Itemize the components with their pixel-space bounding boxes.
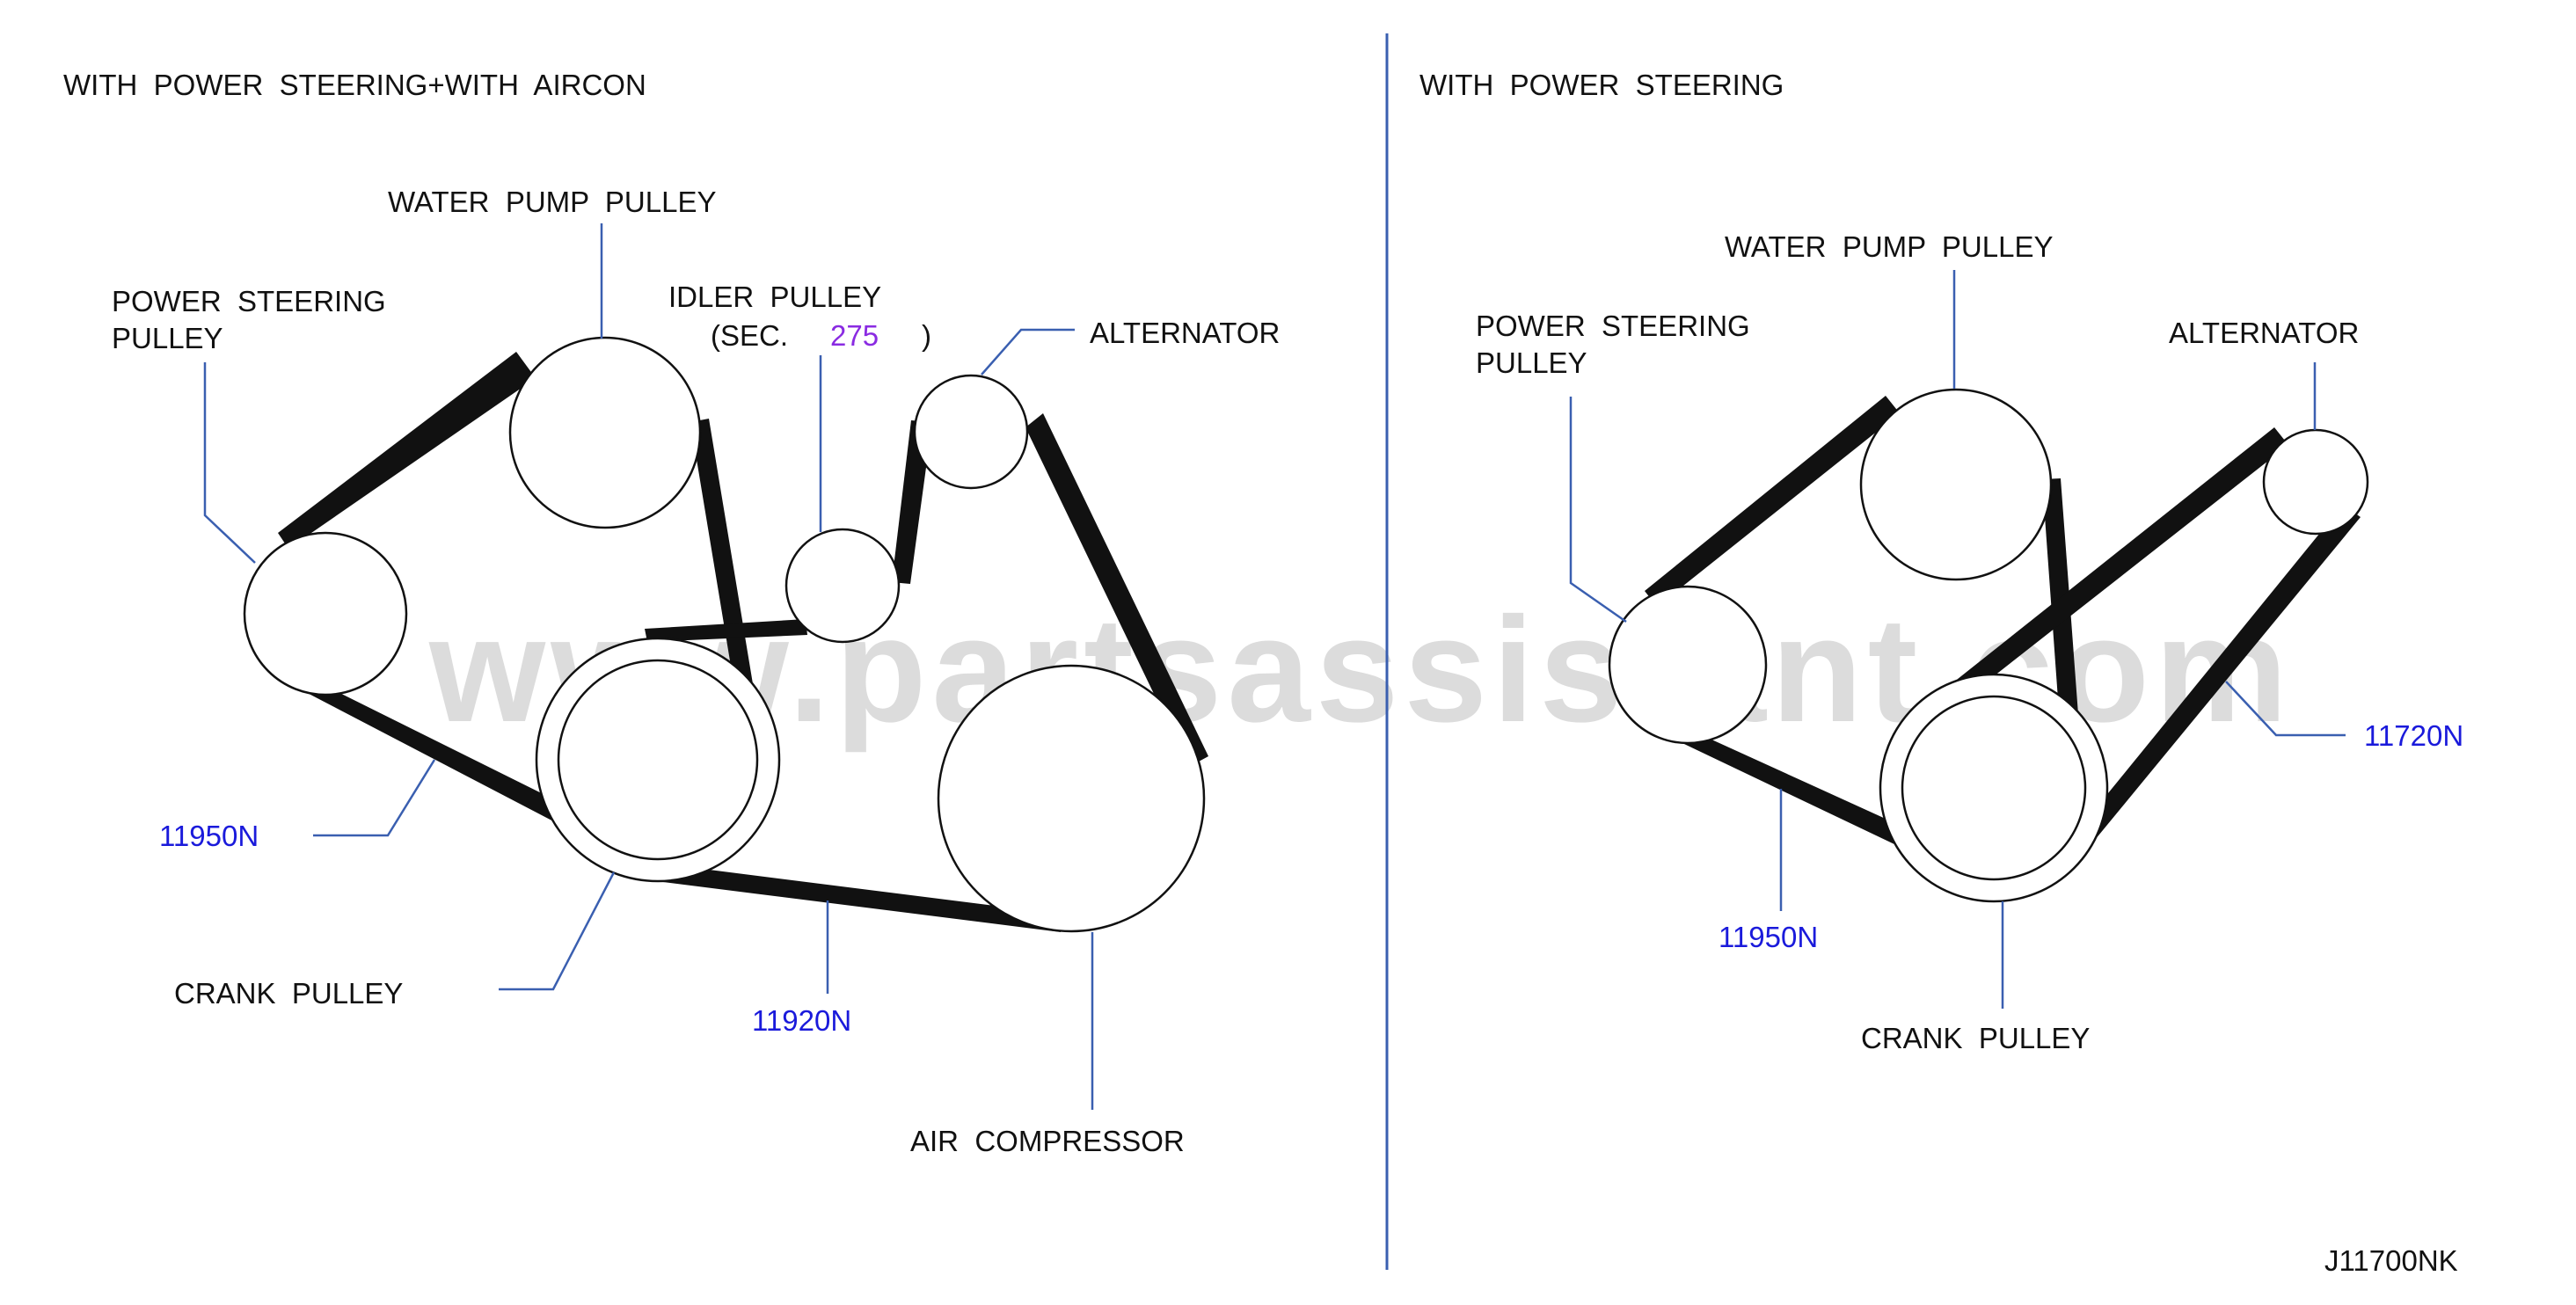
- belt-crank-to-idler: [645, 619, 807, 642]
- part-number-ps-belt[interactable]: 11950N: [159, 820, 259, 852]
- label-power-steering-pulley-line1: POWER STEERING: [1476, 310, 1750, 342]
- section-reference-link[interactable]: 275: [830, 319, 879, 352]
- belt-crank-to-compressor: [642, 862, 1064, 932]
- left-leaders: [203, 223, 1094, 1110]
- leader-power-steering: [1569, 397, 1627, 623]
- leader-alt-belt: [2225, 681, 2346, 737]
- label-idler-pulley: IDLER PULLEY: [668, 281, 881, 313]
- left-pulleys: [243, 336, 1206, 933]
- label-alternator: ALTERNATOR: [2169, 317, 2359, 349]
- leader-ps-belt: [313, 759, 436, 837]
- label-water-pump-pulley: WATER PUMP PULLEY: [388, 186, 716, 218]
- belt-ps-to-crank: [1666, 721, 1945, 864]
- left-belts: [278, 352, 1208, 932]
- water-pump-pulley: [508, 336, 702, 529]
- label-alternator: ALTERNATOR: [1090, 317, 1280, 349]
- left-panel-title: WITH POWER STEERING+WITH AIRCON: [63, 69, 646, 101]
- belt-crank-to-alternator: [1949, 427, 2288, 702]
- belt-alternator-to-crank: [2077, 505, 2361, 840]
- right-panel-title: WITH POWER STEERING: [1419, 69, 1784, 101]
- label-idler-sec-close: ): [922, 319, 931, 352]
- figure-code: J11700NK: [2324, 1244, 2458, 1277]
- part-number-alt-belt[interactable]: 11720N: [2364, 719, 2463, 752]
- part-number-ps-belt[interactable]: 11950N: [1719, 921, 1818, 953]
- alternator-pulley: [2262, 428, 2369, 536]
- water-pump-pulley: [1859, 388, 2053, 581]
- label-air-compressor: AIR COMPRESSOR: [910, 1125, 1185, 1157]
- label-water-pump-pulley: WATER PUMP PULLEY: [1725, 230, 2053, 263]
- right-leaders: [1569, 270, 2346, 1009]
- air-compressor-pulley: [937, 664, 1206, 933]
- leader-crank: [499, 871, 616, 991]
- right-belts: [1645, 396, 2361, 864]
- crank-pulley-inner: [1901, 695, 2087, 881]
- belt-alternator-to-compressor: [1025, 413, 1208, 767]
- label-crank-pulley: CRANK PULLEY: [174, 977, 403, 1010]
- belt-ps-to-water-pump: [1645, 396, 1900, 607]
- label-crank-pulley: CRANK PULLEY: [1861, 1022, 2090, 1054]
- right-pulleys: [1608, 388, 2369, 903]
- label-power-steering-pulley-line2: PULLEY: [1476, 346, 1587, 379]
- left-panel: WITH POWER STEERING+WITH AIRCON: [63, 69, 1280, 1157]
- crank-pulley-inner: [557, 659, 759, 861]
- label-power-steering-pulley-line2: PULLEY: [112, 322, 223, 354]
- power-steering-pulley: [243, 531, 408, 696]
- label-power-steering-pulley-line1: POWER STEERING: [112, 285, 386, 317]
- leader-alternator: [981, 328, 1075, 375]
- part-number-ac-belt[interactable]: 11920N: [752, 1004, 851, 1037]
- idler-pulley: [784, 528, 901, 644]
- belt-water-pump-to-crank: [690, 419, 762, 740]
- alternator-pulley: [913, 374, 1029, 490]
- belt-ps-to-water-pump: [278, 352, 536, 549]
- belt-ps-to-crank: [294, 674, 593, 835]
- label-idler-sec-open: (SEC.: [711, 319, 788, 352]
- power-steering-pulley: [1608, 585, 1768, 745]
- right-panel: WITH POWER STEERING WATER P: [1419, 69, 2463, 1054]
- leader-power-steering: [203, 362, 256, 564]
